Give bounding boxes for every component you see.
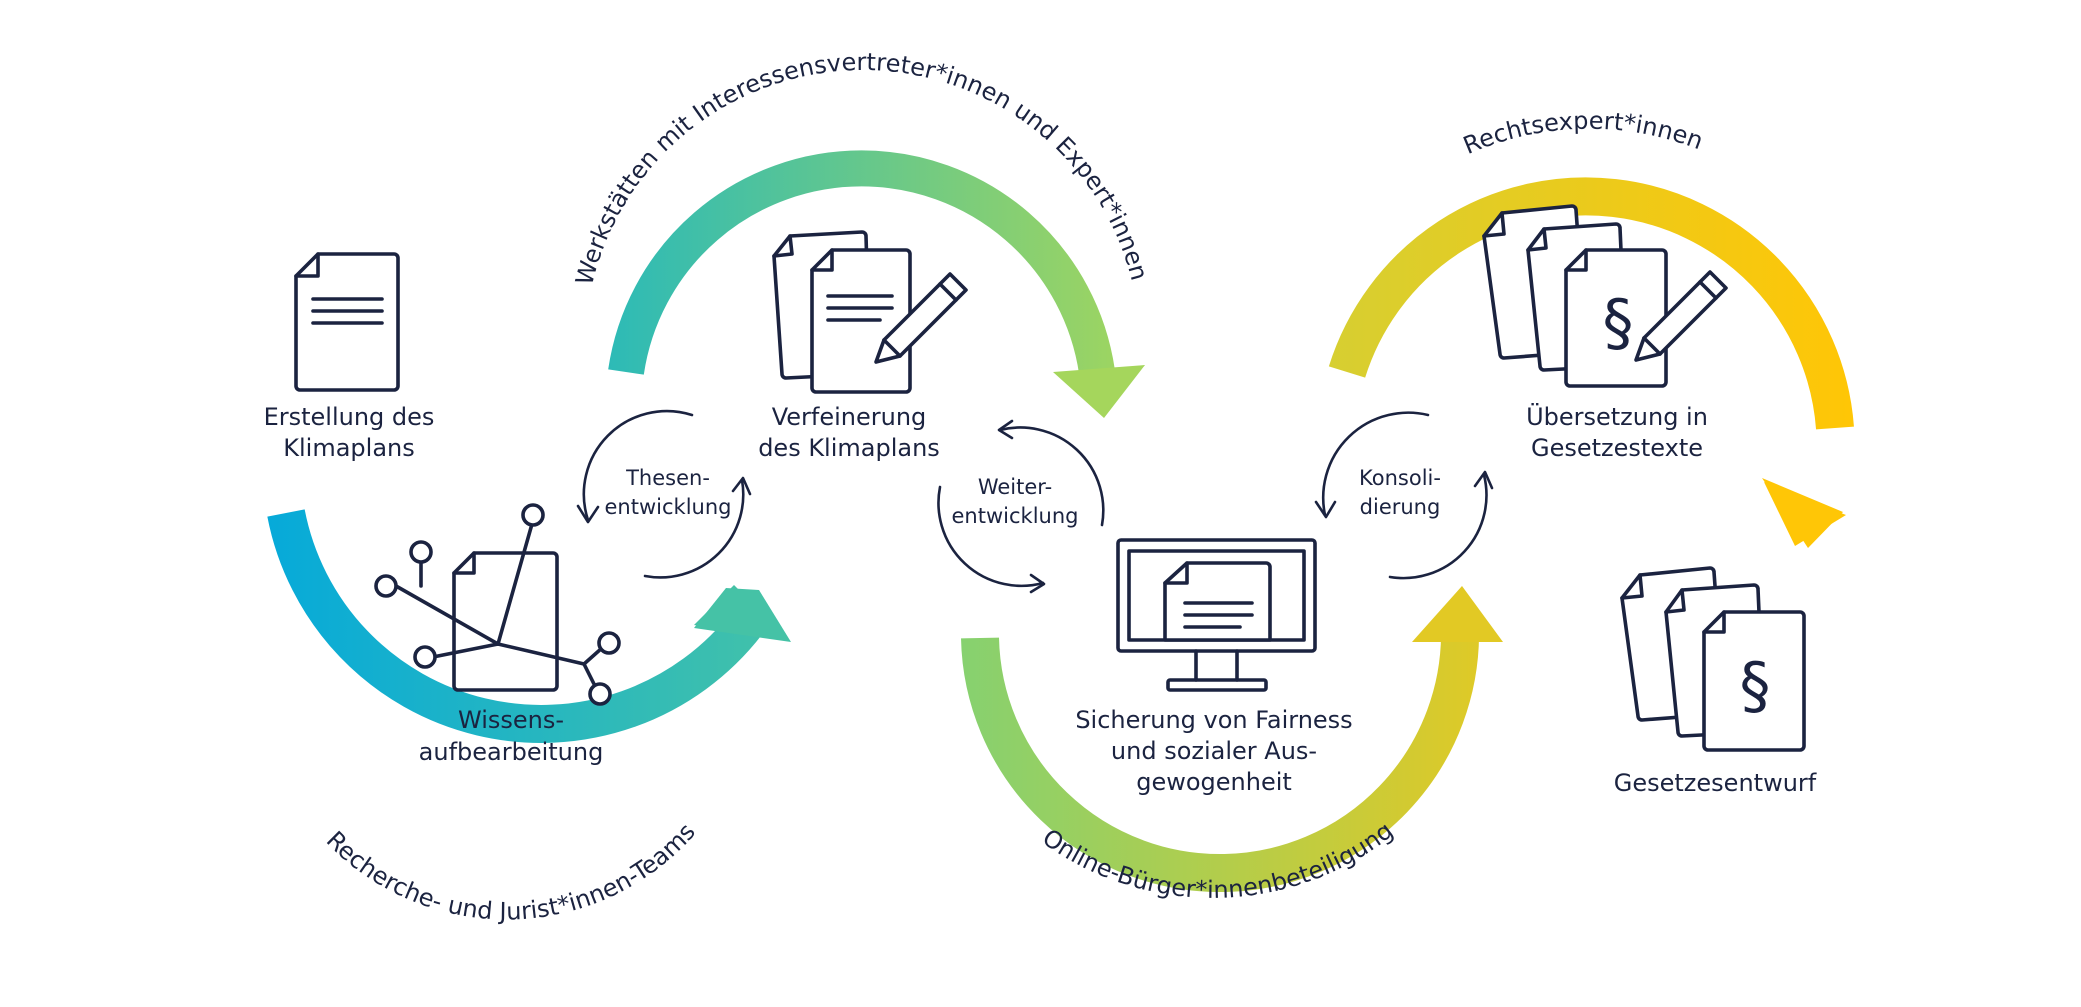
loop-label-konsoli: Konsoli- dierung <box>1359 466 1441 519</box>
node-sicherung-line2: und sozialer Aus- <box>1111 737 1317 765</box>
knowledge-network-icon <box>374 503 621 706</box>
loop-thesen <box>576 409 752 579</box>
loop-weiter <box>937 419 1105 594</box>
loop-weiter-line1: Weiter- <box>978 475 1052 499</box>
node-wissen-line2: aufbearbeitung <box>419 738 604 766</box>
loop-konsoli <box>1314 411 1494 580</box>
law-documents-pencil-icon: § <box>1482 204 1728 388</box>
loop-weiter-line2: entwicklung <box>952 504 1079 528</box>
arc-label-rechtsexpert: Rechtsexpert*innen <box>1459 107 1707 160</box>
documents-pencil-icon <box>772 230 968 394</box>
paragraph-icon: § <box>1603 286 1634 359</box>
loop-konsoli-line2: dierung <box>1360 495 1441 519</box>
document-icon <box>294 252 400 392</box>
node-erstellung: Erstellung des Klimaplans <box>264 403 435 462</box>
monitor-document-icon <box>1116 538 1317 692</box>
arrow-recherche <box>267 509 791 743</box>
node-erstellung-line1: Erstellung des <box>264 403 435 431</box>
node-gesetz: Gesetzesentwurf <box>1614 769 1817 797</box>
loop-label-weiter: Weiter- entwicklung <box>952 475 1079 528</box>
node-uebersetzung-line2: Gesetzestexte <box>1531 434 1703 462</box>
node-sicherung-line3: gewogenheit <box>1136 768 1292 796</box>
node-verfeinerung-line2: des Klimaplans <box>758 434 940 462</box>
node-wissen: Wissens- aufbearbeitung <box>419 706 604 766</box>
arrow-werkstaetten <box>608 150 1145 418</box>
loop-thesen-line2: entwicklung <box>605 495 732 519</box>
arrow-rechtsexpert <box>1328 177 1854 548</box>
loop-label-thesen: Thesen- entwicklung <box>605 466 732 519</box>
loop-thesen-line1: Thesen- <box>625 466 710 490</box>
loop-konsoli-line1: Konsoli- <box>1359 466 1441 490</box>
node-sicherung: Sicherung von Fairness und sozialer Aus-… <box>1075 706 1352 796</box>
node-wissen-line1: Wissens- <box>458 706 564 734</box>
law-documents-icon: § <box>1620 566 1806 752</box>
node-uebersetzung-line1: Übersetzung in <box>1526 402 1708 431</box>
node-sicherung-line1: Sicherung von Fairness <box>1075 706 1352 734</box>
node-verfeinerung: Verfeinerung des Klimaplans <box>758 403 940 462</box>
node-gesetz-line1: Gesetzesentwurf <box>1614 769 1817 797</box>
paragraph-icon: § <box>1740 649 1771 722</box>
arc-label-recherche: Recherche- und Jurist*innen-Teams <box>321 818 701 926</box>
node-verfeinerung-line1: Verfeinerung <box>772 403 927 431</box>
node-erstellung-line2: Klimaplans <box>283 434 414 462</box>
arrow-online <box>961 586 1503 893</box>
node-uebersetzung: Übersetzung in Gesetzestexte <box>1526 402 1708 462</box>
